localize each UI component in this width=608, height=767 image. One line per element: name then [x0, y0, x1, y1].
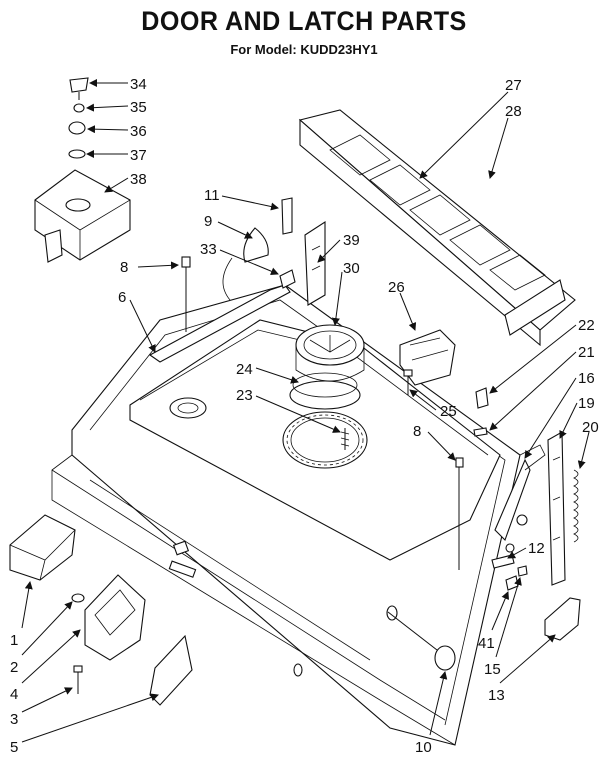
- callout-23: 23: [236, 387, 253, 404]
- callout-35: 35: [130, 99, 147, 116]
- callout-5: 5: [10, 739, 18, 756]
- callout-28: 28: [505, 103, 522, 120]
- callout-19: 19: [578, 395, 595, 412]
- latch-assembly: [399, 329, 456, 395]
- model-subtitle: For Model: KUDD23HY1: [230, 42, 378, 57]
- callout-38: 38: [130, 171, 147, 188]
- callout-9: 9: [204, 213, 212, 230]
- callout-11: 11: [204, 187, 220, 204]
- callout-3: 3: [10, 711, 18, 728]
- right-side-parts: [455, 387, 581, 641]
- callout-2: 2: [10, 659, 18, 676]
- door-latch-motor: [34, 77, 131, 263]
- callout-16: 16: [578, 370, 595, 387]
- lower-left-parts: [9, 514, 193, 706]
- callout-22: 22: [578, 317, 595, 334]
- callout-37: 37: [130, 147, 147, 164]
- page-title: DOOR AND LATCH PARTS: [141, 6, 467, 36]
- leader-lines: [21, 79, 590, 743]
- callout-6: 6: [118, 289, 126, 306]
- vent-strip: [298, 109, 576, 347]
- callout-21: 21: [578, 344, 595, 361]
- callout-34: 34: [130, 76, 147, 93]
- callout-1: 1: [10, 632, 18, 649]
- callout-8-right: 8: [413, 423, 421, 440]
- callout-12: 12: [528, 540, 545, 557]
- inner-door-panel: [51, 284, 546, 746]
- callout-25: 25: [440, 403, 457, 420]
- callout-36: 36: [130, 123, 147, 140]
- callout-13: 13: [488, 687, 505, 704]
- callout-20: 20: [582, 419, 599, 436]
- callout-41: 41: [478, 635, 495, 652]
- callout-numbers: 34 35 36 37 38 27 28 11 9 39 33 30 8 6 2…: [10, 76, 599, 756]
- callout-4: 4: [10, 686, 18, 703]
- door-plug: [434, 645, 456, 671]
- callout-39: 39: [343, 232, 360, 249]
- callout-8-left: 8: [120, 259, 128, 276]
- callout-10: 10: [415, 739, 432, 756]
- callout-27: 27: [505, 77, 522, 94]
- callout-24: 24: [236, 361, 253, 378]
- callout-30: 30: [343, 260, 360, 277]
- callout-33: 33: [200, 241, 217, 258]
- callout-26: 26: [388, 279, 405, 296]
- dispenser-assembly: [282, 324, 368, 469]
- callout-15: 15: [484, 661, 501, 678]
